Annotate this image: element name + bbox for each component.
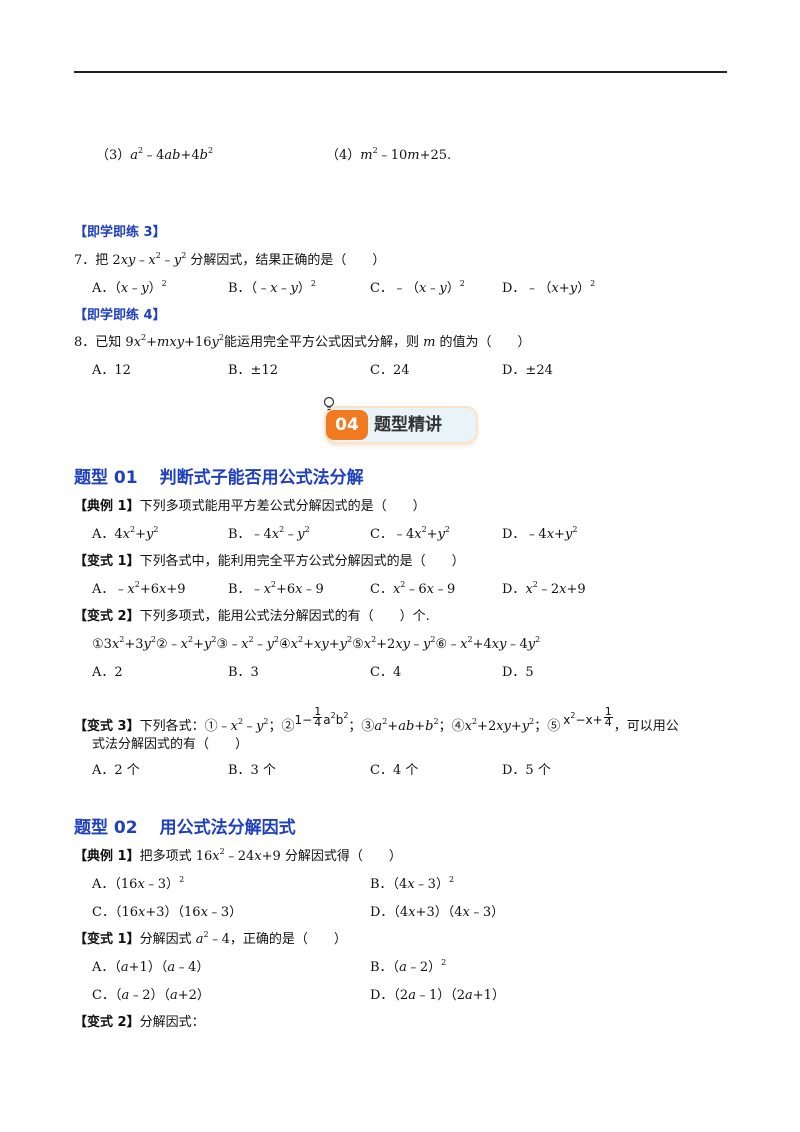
header-rule — [74, 71, 727, 73]
type01-variant-2: 【变式 2】下列多项式，能用公式法分解因式的有（ ）个. — [74, 609, 430, 624]
v2-option-c[interactable]: C．4 — [370, 665, 402, 680]
v1-option-a[interactable]: A．﹣x2+6x+9 — [92, 580, 186, 598]
t2ex1-option-a[interactable]: A．（16x﹣3）2 — [92, 875, 185, 893]
v2-expressions: ①3x2+3y2②﹣x2+y2③﹣x2﹣y2④x2+xy+y2⑤x2+2xy﹣y… — [92, 635, 541, 653]
t2v1-option-b[interactable]: B．（a﹣2）2 — [370, 958, 447, 976]
t2ex1-option-c[interactable]: C．（16x+3）（16x﹣3） — [92, 905, 243, 920]
ex1-option-c[interactable]: C．﹣4x2+y2 — [370, 525, 451, 543]
v2-option-d[interactable]: D．5 — [502, 665, 534, 680]
v1-option-d[interactable]: D．x2﹣2x+9 — [502, 580, 586, 598]
v3-option-d[interactable]: D．5 个 — [502, 763, 551, 778]
type02-example-1: 【典例 1】把多项式 16x2﹣24x+9 分解因式得（ ） — [74, 847, 402, 865]
banner-text: 题型精讲 — [374, 415, 442, 435]
t2ex1-option-b[interactable]: B．（4x﹣3）2 — [370, 875, 455, 893]
type01-variant-1: 【变式 1】下列各式中，能利用完全平方公式分解因式的是（ ） — [74, 554, 465, 569]
v1-option-c[interactable]: C．x2﹣6x﹣9 — [370, 580, 456, 598]
question-7: 7．把 2xy﹣x2﹣y2 分解因式，结果正确的是（ ） — [74, 251, 386, 269]
v1-option-b[interactable]: B．﹣x2+6x﹣9 — [228, 580, 324, 598]
v3-option-b[interactable]: B．3 个 — [228, 763, 276, 778]
q8-option-d[interactable]: D．±24 — [502, 363, 553, 378]
type02-variant-1: 【变式 1】分解因式 a2﹣4，正确的是（ ） — [74, 930, 347, 948]
ex1-option-d[interactable]: D．﹣4x+y2 — [502, 525, 578, 543]
v3-option-a[interactable]: A．2 个 — [92, 763, 140, 778]
q8-option-a[interactable]: A．12 — [92, 363, 131, 378]
q7-option-d[interactable]: D．﹣（x+y）2 — [502, 279, 596, 297]
section-banner: 04 题型精讲 — [320, 396, 478, 448]
ex1-option-b[interactable]: B．﹣4x2﹣y2 — [228, 525, 310, 543]
drill-3-heading: 【即学即练 3】 — [74, 225, 166, 240]
prev-item-3: （3）a2﹣4ab+4b2 — [96, 146, 214, 164]
v3-line-2: 式法分解因式的有（ ） — [92, 737, 249, 752]
q7-option-a[interactable]: A．（x﹣y）2 — [92, 279, 167, 297]
banner-number: 04 — [326, 410, 368, 440]
drill-4-heading: 【即学即练 4】 — [74, 308, 166, 323]
t2v1-option-a[interactable]: A．（a+1）（a﹣4） — [92, 960, 210, 975]
v2-option-b[interactable]: B．3 — [228, 665, 259, 680]
question-8: 8．已知 9x2+mxy+16y2能运用完全平方公式因式分解，则 m 的值为（ … — [74, 333, 531, 351]
t2ex1-option-d[interactable]: D．（4x+3）（4x﹣3） — [370, 905, 505, 920]
ex1-option-a[interactable]: A．4x2+y2 — [92, 525, 159, 543]
v2-option-a[interactable]: A．2 — [92, 665, 123, 680]
type01-example-1: 【典例 1】下列多项式能用平方差公式分解因式的是（ ） — [74, 499, 426, 514]
prev-item-4: （4）m2﹣10m+25. — [326, 146, 452, 164]
q7-option-b[interactable]: B．（﹣x﹣y）2 — [228, 279, 316, 297]
q7-option-c[interactable]: C．﹣（x﹣y）2 — [370, 279, 465, 297]
type02-variant-2: 【变式 2】分解因式： — [74, 1015, 205, 1030]
t2v1-option-d[interactable]: D．（2a﹣1）（2a+1） — [370, 988, 505, 1003]
v3-option-c[interactable]: C．4 个 — [370, 763, 419, 778]
q8-option-c[interactable]: C．24 — [370, 363, 410, 378]
t2v1-option-c[interactable]: C．（a﹣2）（a+2） — [92, 988, 210, 1003]
q8-option-b[interactable]: B．±12 — [228, 363, 278, 378]
lightbulb-icon — [323, 396, 335, 411]
